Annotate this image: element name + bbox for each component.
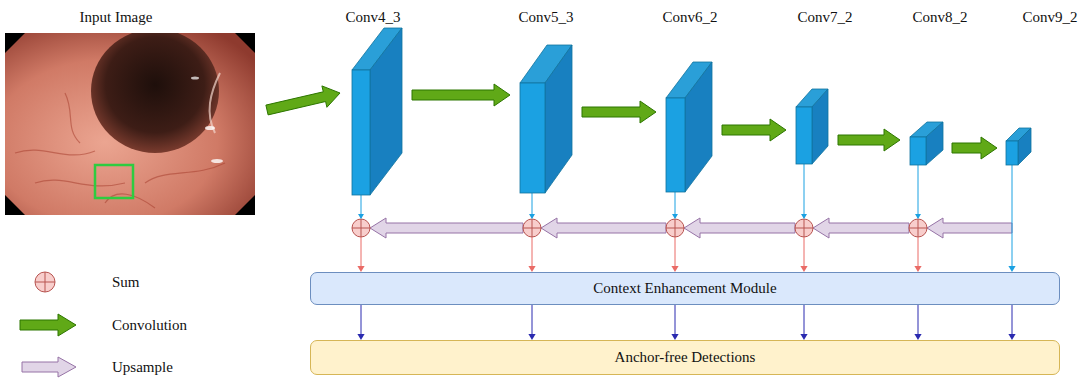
- conv-layer: Conv6_2: [666, 62, 712, 192]
- detection-connector: [528, 305, 535, 340]
- layer-label: Conv4_3: [346, 8, 401, 26]
- sum-symbols: [352, 219, 927, 237]
- endoscopy-image: [5, 33, 255, 215]
- feature-connector: [671, 192, 678, 272]
- convolution-arrow: [412, 84, 510, 106]
- legend-label: Convolution: [112, 315, 187, 335]
- detection-connector: [914, 305, 921, 340]
- layer-label: Conv9_2: [1022, 8, 1077, 26]
- convolution-arrow: [266, 86, 340, 115]
- feature-connector: [357, 195, 364, 272]
- feature-connector: [528, 193, 535, 272]
- conv-layer: Conv9_2: [1006, 128, 1031, 165]
- feature-map-block: [666, 62, 712, 192]
- convolution-arrow: [952, 137, 997, 159]
- module-label: Context Enhancement Module: [593, 280, 776, 297]
- layer-label: Input Image: [80, 8, 153, 26]
- conv-layer: Conv8_2: [910, 122, 943, 165]
- conv-layer: Conv5_3: [520, 45, 572, 193]
- conv-layer: Conv4_3: [352, 28, 402, 195]
- detection-connector: [800, 305, 807, 340]
- convolution-arrow: [582, 101, 656, 123]
- input-image: Input Image: [5, 33, 255, 215]
- layer-label: Conv8_2: [912, 8, 967, 26]
- feature-map-block: [796, 89, 828, 164]
- feature-map-block: [520, 45, 572, 193]
- convolution-arrow: [722, 119, 786, 141]
- module-band: Context Enhancement Module: [310, 272, 1060, 305]
- feature-map-block: [1006, 128, 1031, 165]
- feature-connector: [800, 164, 807, 272]
- detection-connector: [357, 305, 364, 340]
- detection-connector: [1008, 305, 1015, 340]
- convolution-arrow: [838, 129, 900, 151]
- legend-label: Sum: [112, 272, 140, 292]
- feature-connector: [914, 165, 921, 272]
- module-label: Anchor-free Detections: [615, 349, 756, 366]
- conv-layer: Conv7_2: [796, 89, 828, 164]
- legend-label: Upsample: [112, 357, 173, 377]
- feature-map-block: [910, 122, 943, 165]
- legend-samples: [20, 272, 76, 377]
- module-band: Anchor-free Detections: [310, 340, 1060, 375]
- layer-label: Conv7_2: [797, 8, 852, 26]
- feature-connector: [1008, 165, 1015, 272]
- detection-connector: [671, 305, 678, 340]
- layer-label: Conv6_2: [663, 8, 718, 26]
- feature-map-block: [352, 28, 402, 195]
- layer-label: Conv5_3: [519, 8, 574, 26]
- upsample-arrows: [370, 218, 1012, 238]
